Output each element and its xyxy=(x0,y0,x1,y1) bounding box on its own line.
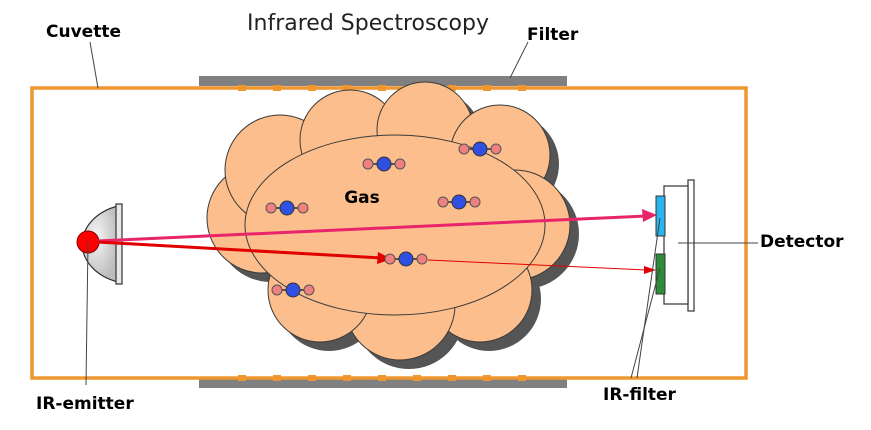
molecule xyxy=(458,141,502,157)
molecule xyxy=(265,200,309,216)
beam-absorbed-arrowhead-1 xyxy=(377,252,392,264)
beam-absorbed-thin xyxy=(427,259,647,271)
molecules xyxy=(265,141,502,298)
beam-main xyxy=(96,214,647,243)
beam-absorbed-arrowhead-2 xyxy=(644,266,656,274)
ir-filter-label: IR-filter xyxy=(603,385,677,405)
filter-bar-top xyxy=(199,76,567,86)
molecule xyxy=(437,194,481,210)
cuvette-label: Cuvette xyxy=(46,22,121,42)
diagram-title: Infrared Spectroscopy xyxy=(247,11,489,36)
ir-filter-bottom xyxy=(655,253,666,295)
filter-bars xyxy=(199,76,567,388)
filter-label: Filter xyxy=(527,25,579,45)
molecule-absorbing xyxy=(384,251,428,267)
beam-absorbed-thick xyxy=(96,240,383,260)
detector-back-plate xyxy=(687,179,695,312)
ir-filter-top xyxy=(655,195,666,237)
gas-label: Gas xyxy=(344,188,380,208)
filter-bar-bottom xyxy=(199,378,567,388)
gas-cloud xyxy=(206,81,579,369)
detector-assembly xyxy=(655,179,695,312)
beam-main-arrowhead xyxy=(642,209,657,222)
molecule xyxy=(271,282,315,298)
detector-body xyxy=(663,185,689,305)
leader-lines xyxy=(85,41,758,386)
ir-beams xyxy=(96,209,657,274)
detector-label: Detector xyxy=(760,232,844,252)
ir-emitter-label: IR-emitter xyxy=(36,394,134,414)
cuvette-box xyxy=(30,86,748,380)
filter-window-marks xyxy=(238,85,526,381)
molecule xyxy=(362,156,406,172)
